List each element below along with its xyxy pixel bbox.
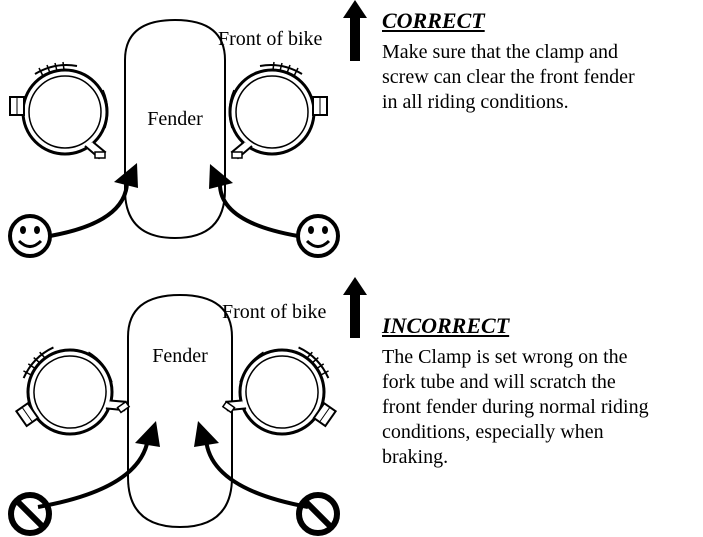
front-of-bike-label: Front of bike bbox=[218, 28, 323, 50]
fender-outline bbox=[127, 293, 233, 529]
left-clamp-icon bbox=[0, 325, 133, 463]
incorrect-diagram: Fender Front of bike bbox=[0, 277, 367, 537]
correct-description-line: Make sure that the clamp and bbox=[382, 41, 619, 63]
correct-diagram: Fender Front of bike bbox=[8, 0, 367, 258]
left-clamp-icon bbox=[8, 60, 110, 160]
left-prohibited-sign-icon bbox=[11, 495, 49, 533]
left-pointer-arrow bbox=[37, 421, 160, 509]
correct-panel: Fender Front of bike CORRE bbox=[0, 0, 703, 260]
left-pointer-arrow bbox=[49, 163, 138, 238]
left-smiley-face-icon bbox=[8, 214, 52, 258]
right-smiley-face-icon bbox=[296, 214, 340, 258]
fender-label: Fender bbox=[152, 345, 208, 367]
up-arrow-icon bbox=[343, 0, 367, 61]
incorrect-description-line: fork tube and will scratch the bbox=[382, 371, 616, 393]
incorrect-description-line: conditions, especially when bbox=[382, 421, 604, 443]
up-arrow-icon bbox=[343, 277, 367, 338]
fender-label: Fender bbox=[147, 108, 203, 130]
correct-description-line: screw can clear the front fender bbox=[382, 66, 635, 88]
front-of-bike-label: Front of bike bbox=[222, 301, 327, 323]
incorrect-description: The Clamp is set wrong on the fork tube … bbox=[382, 345, 649, 470]
correct-heading: CORRECT bbox=[382, 8, 485, 33]
right-pointer-arrow bbox=[209, 164, 299, 238]
right-pointer-arrow bbox=[194, 421, 309, 509]
right-clamp-icon bbox=[229, 62, 327, 158]
correct-description-line: in all riding conditions. bbox=[382, 91, 569, 113]
incorrect-description-line: braking. bbox=[382, 446, 449, 468]
incorrect-description-line: The Clamp is set wrong on the bbox=[382, 346, 628, 368]
right-prohibited-sign-icon bbox=[299, 495, 337, 533]
incorrect-description-line: front fender during normal riding bbox=[382, 396, 649, 418]
incorrect-heading: INCORRECT bbox=[382, 313, 510, 338]
right-clamp-icon bbox=[221, 327, 356, 462]
incorrect-panel: Fender Front of bike INCOR bbox=[0, 277, 703, 537]
fender-outline bbox=[124, 18, 226, 240]
correct-description: Make sure that the clamp and screw can c… bbox=[382, 40, 635, 115]
